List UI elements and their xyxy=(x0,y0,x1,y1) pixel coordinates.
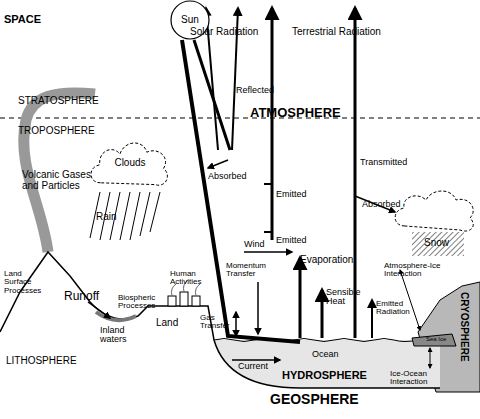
region-label: LITHOSPHERE xyxy=(6,356,77,367)
region-label: Ocean xyxy=(312,350,339,359)
region-label: SPACE xyxy=(4,14,41,26)
flux-label: Absorbed xyxy=(208,172,247,181)
interaction-label: Ice-Ocean Interaction xyxy=(390,370,438,387)
interaction-label: Atmosphere-Ice Interaction xyxy=(384,262,454,279)
cloud-shape: Clouds xyxy=(88,136,172,190)
momentum-arrow xyxy=(257,282,259,334)
process-label: Runoff xyxy=(64,290,99,303)
region-label: Inland waters xyxy=(100,326,134,345)
flux-label: Terrestrial Radiation xyxy=(292,27,381,38)
node-text: Clouds xyxy=(114,158,145,168)
terrestrial-ray xyxy=(271,8,274,240)
evaporation-arrow xyxy=(299,258,302,338)
weather-label: Rain xyxy=(96,212,117,223)
runoff-arrow xyxy=(88,302,110,318)
node-text: Sun xyxy=(181,15,199,25)
flux-label: Absorbed xyxy=(362,200,401,209)
flux-label: Emitted xyxy=(276,190,307,199)
emitted-radiation-arrow xyxy=(371,300,373,338)
region-label: TROPOSPHERE xyxy=(18,126,95,137)
region-label: Land xyxy=(156,318,178,329)
wind-arrow xyxy=(244,251,292,253)
flux-label: Sensible Heat xyxy=(326,288,360,307)
region-label: ATMOSPHERE xyxy=(250,106,341,120)
flux-label: Gas Transfer xyxy=(200,314,234,331)
flux-label: Transmitted xyxy=(360,158,407,167)
flux-label: Reflected xyxy=(236,86,274,95)
flux-label: Momentum Transfer xyxy=(226,262,260,279)
gas-transfer-arrow xyxy=(235,312,237,336)
emitted-tick xyxy=(264,184,272,232)
process-label: Biospheric Processes xyxy=(118,294,170,311)
sensible-heat-arrow xyxy=(321,290,324,338)
flux-label: Wind xyxy=(244,240,265,249)
solar-ray xyxy=(194,40,230,150)
flux-label: Solar Radiation xyxy=(190,27,258,38)
ice-ocean-arrow xyxy=(430,348,431,368)
flux-label: Emitted Radiation xyxy=(376,300,418,317)
rain-streaks xyxy=(90,192,160,240)
inland-water xyxy=(96,312,136,320)
ocean-water xyxy=(214,340,440,388)
region-label: CRYOSPHERE xyxy=(458,292,469,362)
flux-label: Emitted xyxy=(276,236,307,245)
region-label: HYDROSPHERE xyxy=(282,370,367,382)
process-label: Human Activities xyxy=(170,270,214,287)
process-label: Volcanic Gases and Particles xyxy=(22,170,96,191)
sea-ice xyxy=(412,334,456,346)
flux-label: Current xyxy=(238,362,268,371)
current-arrow xyxy=(232,359,280,361)
region-label: GEOSPHERE xyxy=(270,392,359,407)
tropopause-line xyxy=(0,118,480,119)
region-label: Sea Ice xyxy=(426,336,446,342)
snow-fall xyxy=(412,232,464,256)
process-label: Land Surface Processes xyxy=(4,270,50,295)
weather-label: Snow xyxy=(424,238,449,249)
snow-cloud xyxy=(395,191,473,231)
absorbed-arrow xyxy=(208,160,228,168)
flux-label: Evaporation xyxy=(300,255,353,266)
region-label: STRATOSPHERE xyxy=(18,96,99,107)
